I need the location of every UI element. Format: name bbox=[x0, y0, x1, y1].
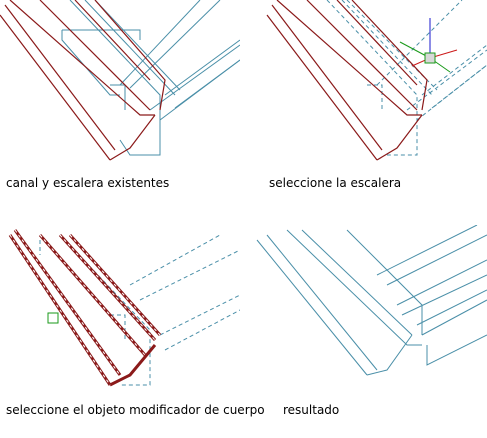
result-drawing bbox=[256, 225, 487, 376]
panel-select-modifier bbox=[0, 225, 240, 395]
caption-step4: resultado bbox=[283, 403, 340, 417]
panel-existing bbox=[0, 0, 240, 170]
ucs-gizmo-icon bbox=[399, 18, 458, 73]
caption-step3: seleccione el objeto modificador de cuer… bbox=[6, 403, 265, 417]
caption-step2: seleccione la escalera bbox=[269, 176, 402, 190]
panel-result bbox=[247, 225, 487, 395]
caption-step1: canal y escalera existentes bbox=[6, 176, 170, 190]
panel-select-stair bbox=[247, 0, 487, 170]
grip-marker-icon bbox=[47, 312, 59, 324]
select-stair-drawing bbox=[266, 0, 487, 161]
existing-drawing bbox=[0, 0, 240, 161]
select-modifier-drawing bbox=[8, 229, 240, 387]
